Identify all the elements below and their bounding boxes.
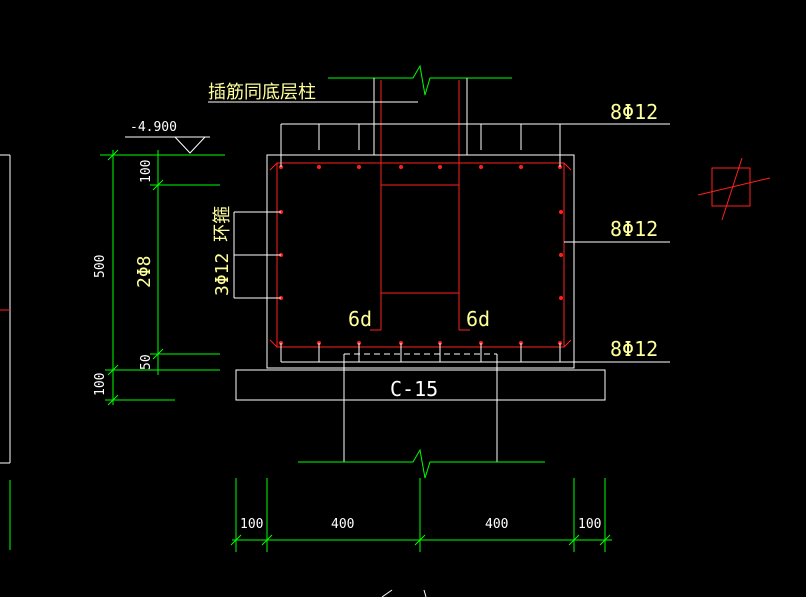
vertical-dimensions: 500 100 50 100 2Φ8 <box>93 149 225 406</box>
rebar-bottom-label: 8Φ12 <box>610 337 658 361</box>
elevation-label: -4.900 <box>130 120 177 135</box>
middle-rebar-leader: 8Φ12 <box>564 217 670 243</box>
side-bar-label: 2Φ8 <box>134 255 155 288</box>
bottom-title-partial <box>381 589 427 597</box>
footing-outline: C-15 <box>235 154 606 479</box>
anchor-right-label: 6d <box>466 307 490 331</box>
rebar-middle-label: 8Φ12 <box>610 217 658 241</box>
column-break-top <box>328 64 512 331</box>
dim-total-label: 500 <box>93 255 108 278</box>
dim-h-3: 400 <box>485 517 508 532</box>
left-partial-outline <box>0 154 11 550</box>
anchor-left-label: 6d <box>348 307 372 331</box>
dim-h-4: 100 <box>578 517 601 532</box>
dowel-note-label: 插筋同底层柱 <box>208 82 316 103</box>
dim-cover-label: 50 <box>139 354 154 370</box>
bottom-rebar-leader: 8Φ12 <box>280 337 670 363</box>
dim-h-1: 100 <box>240 517 263 532</box>
dowel-note-leader: 插筋同底层柱 <box>208 82 418 103</box>
stirrup-leader: 3Φ12 环箍 <box>212 206 281 299</box>
elevation-mark: -4.900 <box>125 120 210 154</box>
rebar-cage <box>269 162 572 348</box>
cushion-label: C-15 <box>390 377 438 401</box>
horizontal-dimensions: 100 400 400 100 <box>230 478 612 552</box>
ucs-icon <box>697 157 771 221</box>
stirrup-label: 3Φ12 环箍 <box>212 206 233 296</box>
dim-h-2: 400 <box>331 517 354 532</box>
dim-top-label: 100 <box>139 160 154 183</box>
top-rebar-leader: 8Φ12 <box>280 100 670 167</box>
dim-cushion-label: 100 <box>93 373 108 396</box>
rebar-top-label: 8Φ12 <box>610 100 658 124</box>
